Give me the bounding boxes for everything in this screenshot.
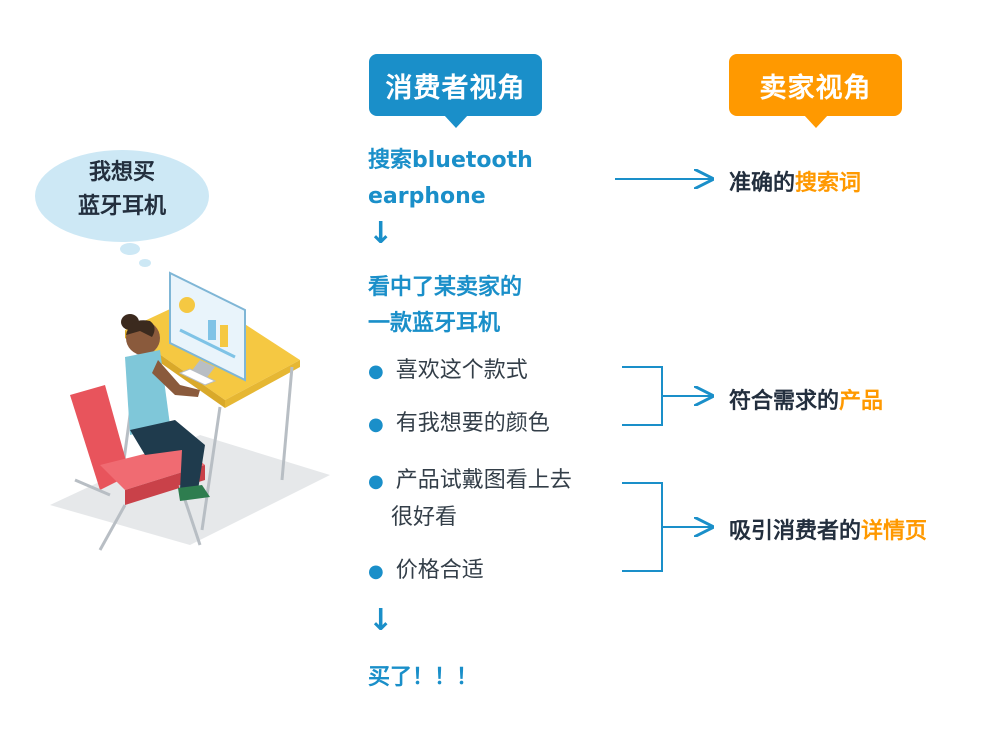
- down-arrow-icon: ↓: [368, 216, 394, 251]
- seller-perspective-header: 卖家视角: [729, 54, 902, 128]
- step-search-line-1: 搜索bluetooth: [368, 148, 533, 173]
- bracket-product: [622, 366, 712, 426]
- bullet-dot-icon: ●: [368, 361, 384, 382]
- reason-text: 产品试戴图看上去: [395, 468, 572, 493]
- person-at-desk-illustration: [35, 150, 330, 551]
- down-arrow-icon: ↓: [368, 603, 394, 638]
- reason-text: 喜欢这个款式: [395, 358, 528, 383]
- thought-line-2: 蓝牙耳机: [77, 194, 166, 219]
- shoes: [178, 485, 210, 501]
- bullet-dot-icon: ●: [368, 414, 384, 435]
- connector-lines: [615, 160, 730, 572]
- step-chosen-line-1: 看中了某卖家的: [368, 275, 523, 300]
- bullet-dot-icon: ●: [368, 471, 384, 492]
- result-highlight: 产品: [839, 389, 884, 414]
- reason-text: 有我想要的颜色: [395, 411, 550, 436]
- reason-item: ● 价格合适: [368, 553, 484, 590]
- result-highlight: 搜索词: [795, 171, 862, 196]
- result-prefix: 符合需求的: [729, 389, 840, 414]
- reason-item: ● 有我想要的颜色: [368, 406, 550, 443]
- step-bought: 买了！！！: [368, 665, 479, 690]
- thought-bubble: [35, 150, 209, 242]
- result-detail-page: 吸引消费者的详情页: [729, 513, 927, 545]
- thought-line-1: 我想买: [88, 160, 155, 185]
- step-search: 搜索bluetooth earphone: [368, 143, 533, 215]
- reason-text-line-2: 很好看: [391, 505, 458, 530]
- pill-tail: [803, 115, 828, 128]
- thought-dot-small: [139, 259, 151, 267]
- reason-text: 价格合适: [395, 558, 484, 583]
- result-search-term: 准确的搜索词: [729, 165, 861, 197]
- seller-header-label: 卖家视角: [759, 72, 872, 104]
- chair-seat: [100, 445, 205, 490]
- step-chosen-line-2: 一款蓝牙耳机: [368, 311, 501, 336]
- thought-dot-large: [120, 243, 140, 255]
- step-search-line-2: earphone: [368, 184, 486, 209]
- result-product: 符合需求的产品: [729, 383, 883, 415]
- result-prefix: 准确的: [729, 171, 796, 196]
- result-prefix: 吸引消费者的: [729, 519, 862, 544]
- bracket-detail: [622, 482, 712, 572]
- result-highlight: 详情页: [861, 519, 928, 544]
- bullet-dot-icon: ●: [368, 561, 384, 582]
- legs: [130, 420, 205, 490]
- arm: [152, 360, 200, 397]
- thought-bubble-text: 我想买 蓝牙耳机: [52, 156, 192, 224]
- step-chosen: 看中了某卖家的 一款蓝牙耳机: [368, 270, 522, 342]
- pill-tail: [443, 115, 468, 128]
- reason-item: ● 产品试戴图看上去 很好看: [368, 463, 572, 536]
- consumer-perspective-header: 消费者视角: [369, 54, 542, 128]
- reason-item: ● 喜欢这个款式: [368, 353, 528, 390]
- consumer-header-label: 消费者视角: [385, 72, 526, 104]
- desk-edge-right: [225, 360, 300, 408]
